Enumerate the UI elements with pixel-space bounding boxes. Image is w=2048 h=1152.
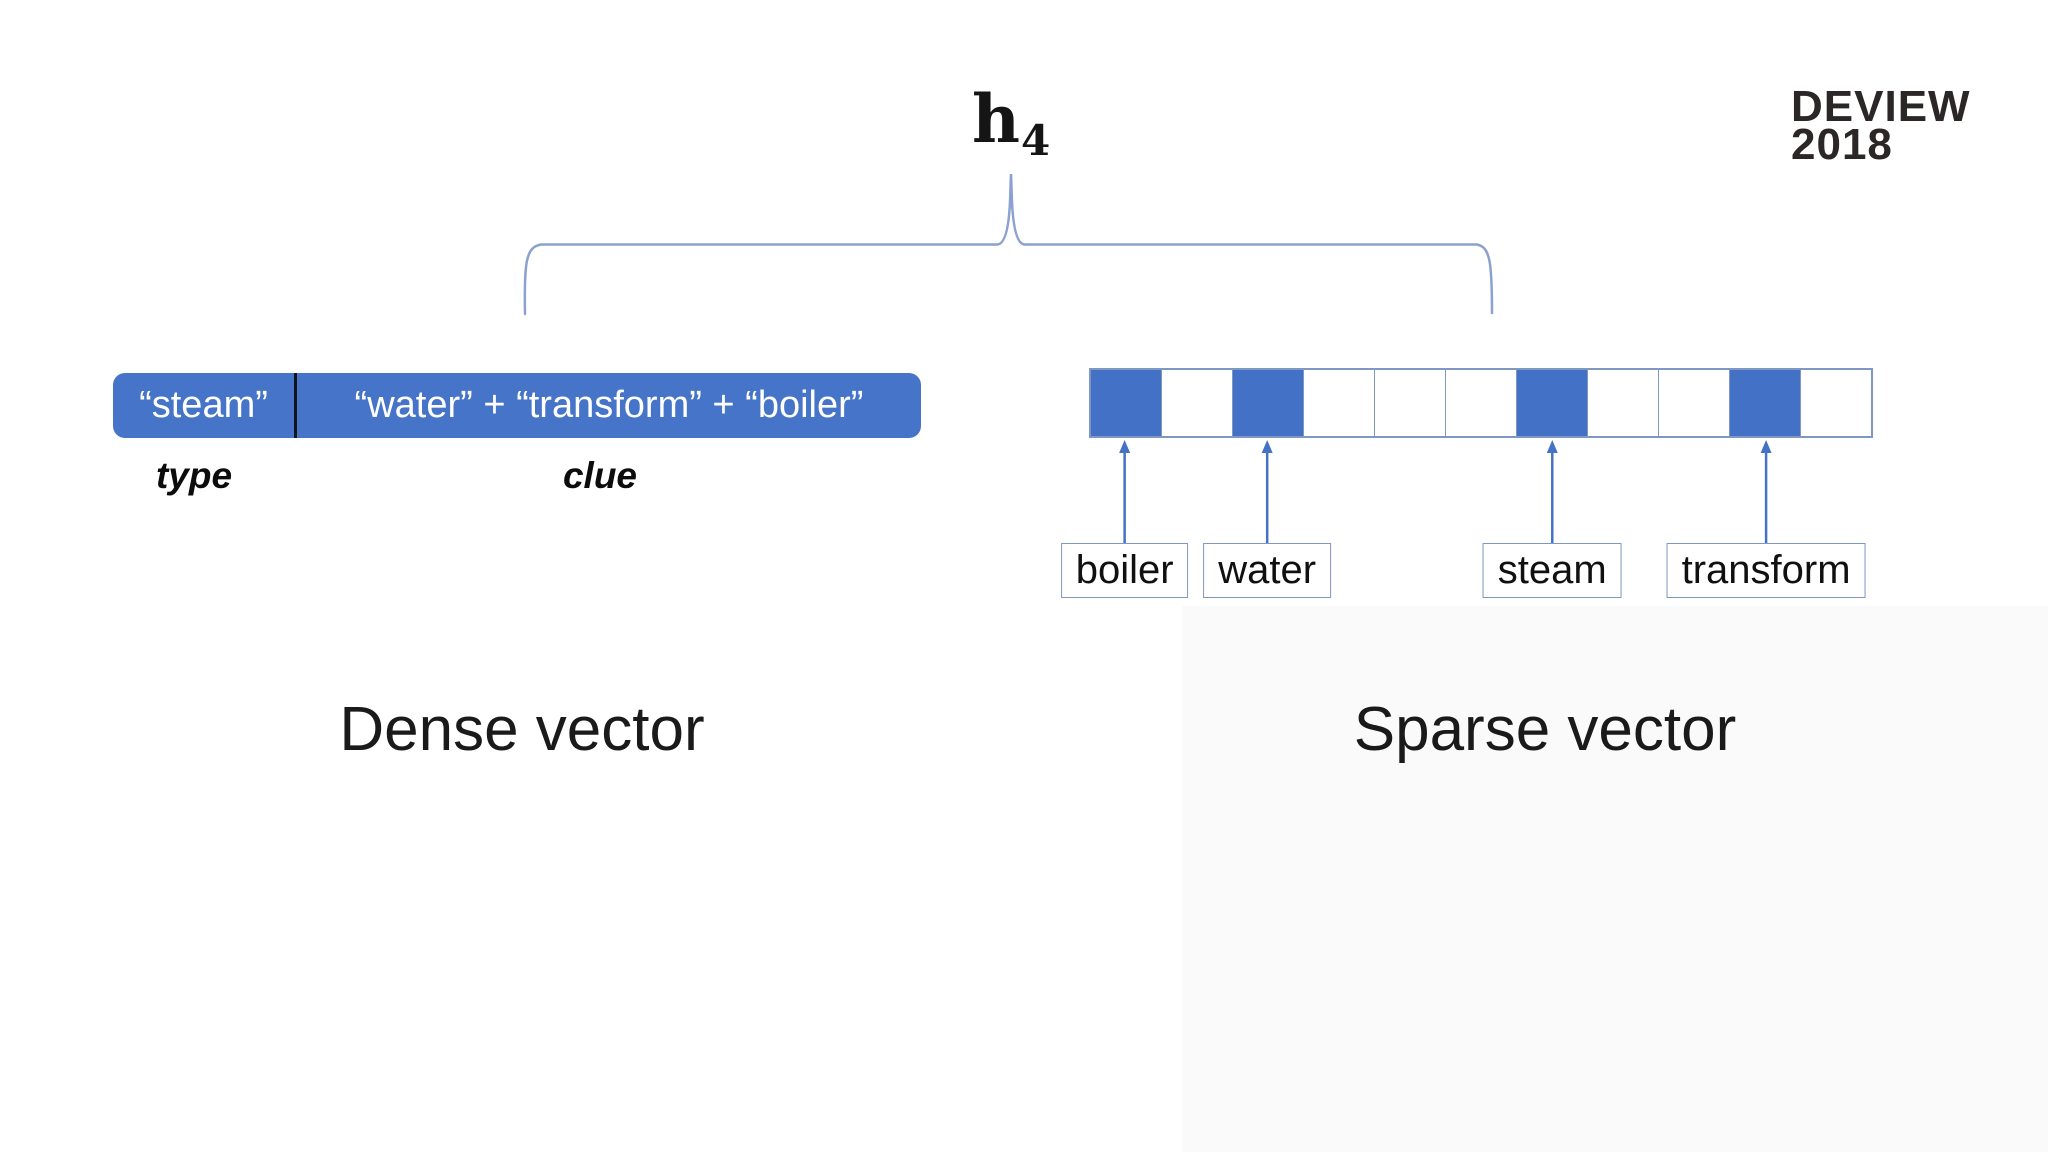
sparse-cell-filled bbox=[1517, 370, 1588, 436]
brace bbox=[523, 173, 1494, 316]
dense-vector-pill: “steam” “water” + “transform” + “boiler” bbox=[113, 373, 921, 438]
sparse-word-label: boiler bbox=[1060, 543, 1189, 598]
logo-line2: 2018 bbox=[1791, 120, 1893, 169]
dense-segment-type: “steam” bbox=[139, 384, 268, 426]
pointer-arrow-head bbox=[1546, 440, 1558, 453]
hidden-state-symbol: h4 bbox=[972, 86, 1050, 165]
dense-caption: Dense vector bbox=[339, 695, 705, 764]
sparse-cell bbox=[1801, 370, 1871, 436]
sparse-cell bbox=[1304, 370, 1375, 436]
logo-line1: DEVIEW bbox=[1791, 82, 1971, 131]
pointer-arrow-head bbox=[1261, 440, 1273, 453]
sparse-caption: Sparse vector bbox=[1353, 695, 1737, 764]
sparse-cell bbox=[1659, 370, 1730, 436]
sparse-cell bbox=[1446, 370, 1517, 436]
background-shade bbox=[1182, 606, 2048, 1152]
sparse-cell bbox=[1588, 370, 1659, 436]
segment-divider bbox=[294, 373, 297, 438]
pointer-arrow-head bbox=[1119, 440, 1131, 453]
pointer-arrow-head bbox=[1760, 440, 1772, 453]
type-label: type bbox=[155, 455, 233, 496]
sparse-cell-filled bbox=[1233, 370, 1304, 436]
sparse-vector-row bbox=[1089, 368, 1873, 438]
dense-segment-clue: “water” + “transform” + “boiler” bbox=[354, 384, 864, 426]
sparse-word-label: water bbox=[1203, 543, 1332, 598]
sparse-word-label: steam bbox=[1482, 543, 1622, 598]
sparse-cell bbox=[1162, 370, 1233, 436]
sparse-cell-filled bbox=[1091, 370, 1162, 436]
deview-logo: DEVIEW 2018 bbox=[1791, 82, 1971, 169]
symbol-base: h bbox=[972, 80, 1020, 158]
symbol-subscript: 4 bbox=[1021, 116, 1051, 165]
sparse-word-label: transform bbox=[1666, 543, 1866, 598]
sparse-cell bbox=[1375, 370, 1446, 436]
sparse-cell-filled bbox=[1730, 370, 1801, 436]
clue-label: clue bbox=[562, 455, 638, 496]
